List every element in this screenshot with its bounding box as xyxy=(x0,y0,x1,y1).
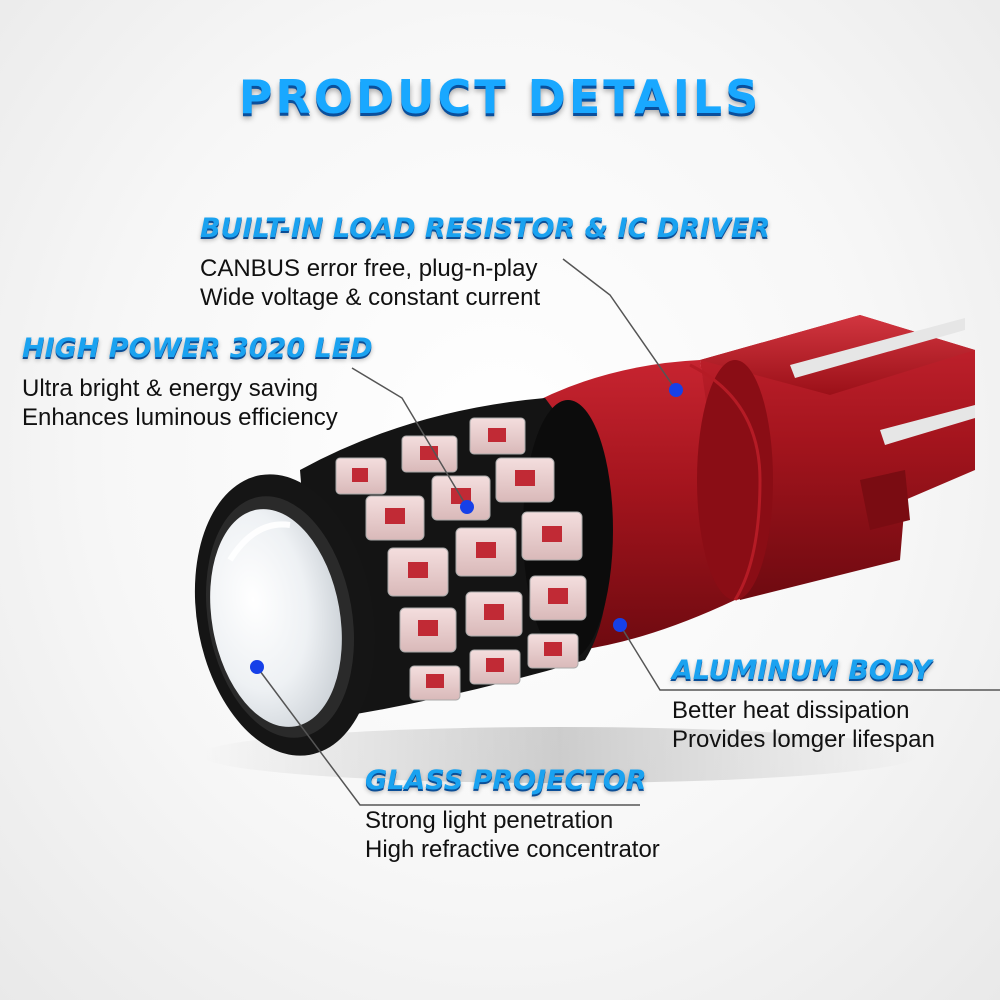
led-chip xyxy=(469,417,526,455)
callout-dot-icon xyxy=(250,660,264,674)
led-chip xyxy=(335,457,387,495)
feature-description: Ultra bright & energy saving Enhances lu… xyxy=(22,374,373,432)
feature-line: Strong light penetration xyxy=(365,807,614,834)
feature-description: CANBUS error free, plug-n-play Wide volt… xyxy=(200,254,770,312)
callout-line-glass xyxy=(256,666,640,806)
led-chip xyxy=(455,527,517,577)
feature-line: CANBUS error free, plug-n-play xyxy=(200,255,538,282)
feature-line: High refractive concentrator xyxy=(365,836,660,863)
floor-shadow xyxy=(200,727,920,783)
led-chip xyxy=(399,607,457,653)
callout-line-resistor xyxy=(562,258,677,391)
glass-projector-lens xyxy=(194,474,376,756)
feature-line: Wide voltage & constant current xyxy=(200,284,541,311)
plug-pin xyxy=(880,405,975,445)
led-chip xyxy=(495,457,555,503)
feature-high-power-led: HIGH POWER 3020 LED Ultra bright & energ… xyxy=(22,333,373,432)
led-chip xyxy=(527,633,579,669)
led-chip xyxy=(465,591,523,637)
led-chip xyxy=(365,495,425,541)
callout-dot-icon xyxy=(460,500,474,514)
feature-title: HIGH POWER 3020 LED xyxy=(22,333,373,364)
feature-load-resistor: BUILT-IN LOAD RESISTOR & IC DRIVER CANBU… xyxy=(200,213,770,312)
feature-line: Provides lomger lifespan xyxy=(672,726,935,753)
feature-glass-projector: GLASS PROJECTOR Strong light penetration… xyxy=(365,765,660,864)
callout-line-body xyxy=(619,624,1000,691)
page-title: PRODUCT DETAILS xyxy=(238,70,762,124)
led-chip xyxy=(401,435,458,473)
feature-line: Ultra bright & energy saving xyxy=(22,375,319,402)
feature-line: Better heat dissipation xyxy=(672,697,910,724)
led-chip xyxy=(409,665,461,701)
feature-title: BUILT-IN LOAD RESISTOR & IC DRIVER xyxy=(200,213,771,244)
callout-dot-icon xyxy=(669,383,683,397)
feature-title: ALUMINUM BODY xyxy=(672,655,932,686)
feature-title: GLASS PROJECTOR xyxy=(365,765,647,796)
callout-lines xyxy=(256,258,1000,806)
plug-connector xyxy=(700,315,975,600)
feature-line: Enhances luminous efficiency xyxy=(22,404,338,431)
feature-description: Strong light penetration High refractive… xyxy=(365,806,660,864)
led-chip xyxy=(529,575,587,621)
callout-line-led xyxy=(351,367,468,508)
led-chip xyxy=(387,547,449,597)
led-chip xyxy=(521,511,583,561)
led-chip xyxy=(469,649,521,685)
plug-pin xyxy=(790,318,965,378)
feature-description: Better heat dissipation Provides lomger … xyxy=(672,696,935,754)
led-chip-array xyxy=(335,417,587,701)
feature-aluminum-body: ALUMINUM BODY Better heat dissipation Pr… xyxy=(672,655,935,754)
callout-dot-icon xyxy=(613,618,627,632)
